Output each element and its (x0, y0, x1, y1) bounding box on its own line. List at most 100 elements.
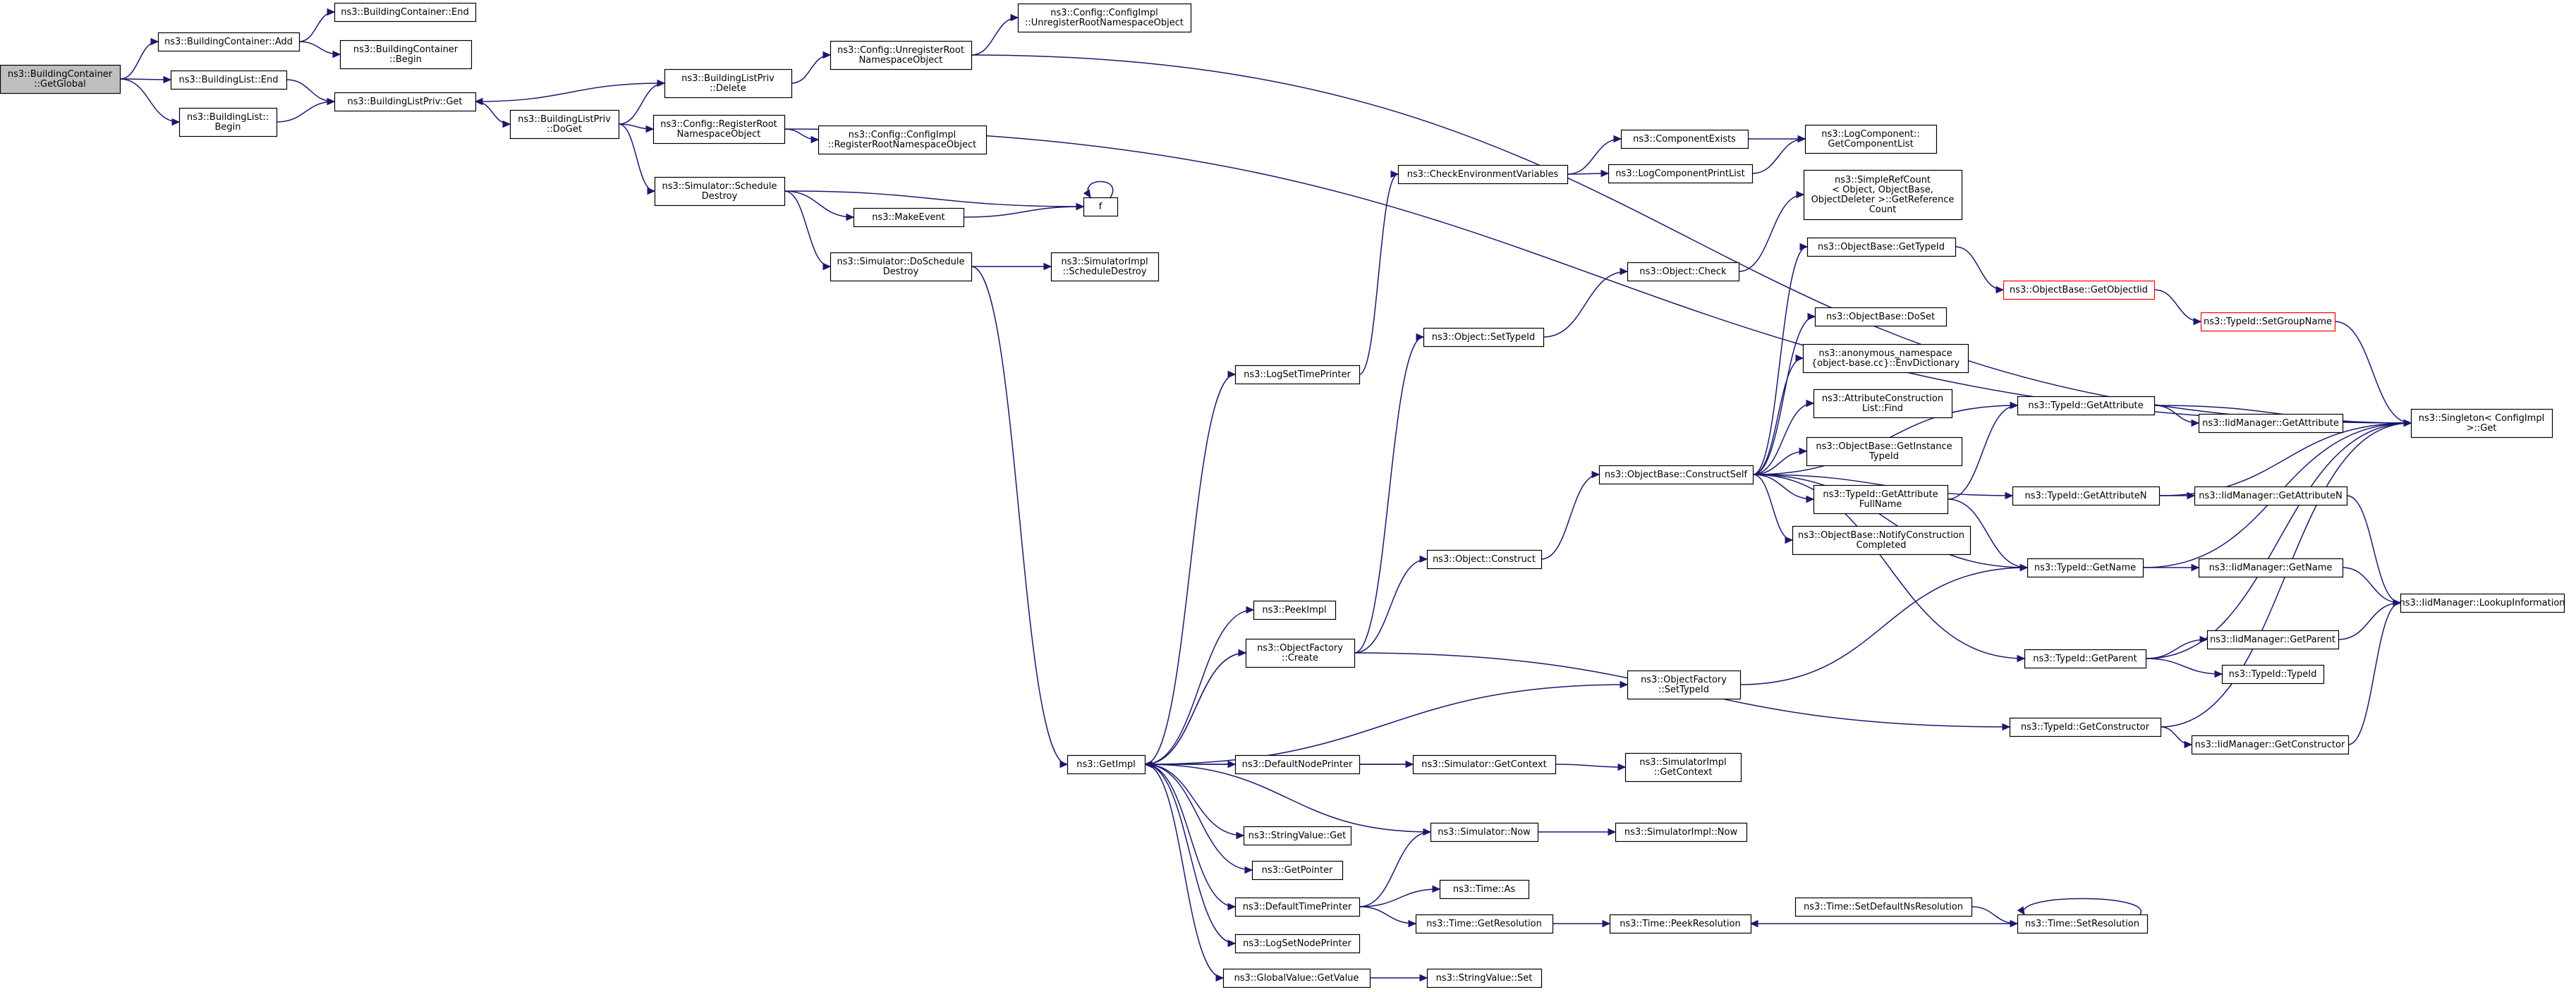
node-typeid_getattrn[interactable]: ns3::TypeId::GetAttributeN (2012, 486, 2161, 506)
node-compexists[interactable]: ns3::ComponentExists (1620, 129, 1749, 149)
edge-sim_schedd-to-makeevent (784, 190, 854, 218)
node-f[interactable]: f (1083, 197, 1119, 217)
node-sim_now[interactable]: ns3::Simulator::Now (1430, 822, 1539, 843)
node-defaulttimeprinter[interactable]: ns3::DefaultTimePrinter (1234, 897, 1361, 917)
node-iidm_lookup[interactable]: ns3::IidManager::LookupInformation (2399, 593, 2565, 613)
node-label-line: ns3::SimulatorImpl (1639, 757, 1726, 768)
edge-sim_schedd-to-sim_doschedd (784, 190, 831, 267)
node-typeid_setgroup[interactable]: ns3::TypeId::SetGroupName (2200, 312, 2336, 332)
node-time_getres[interactable]: ns3::Time::GetResolution (1415, 914, 1554, 934)
node-time_setdefaultns[interactable]: ns3::Time::SetDefaultNsResolution (1794, 897, 1973, 917)
node-label-line: ns3::ObjectBase::GetTypeId (1818, 242, 1945, 252)
edge-arrowhead (2010, 401, 2019, 410)
node-obj_settypeid[interactable]: ns3::Object::SetTypeId (1423, 327, 1545, 348)
node-makeevent[interactable]: ns3::MakeEvent (853, 207, 965, 228)
node-label-line: ns3::TypeId::GetAttribute (2028, 400, 2143, 411)
node-logsetnodeprinter[interactable]: ns3::LogSetNodePrinter (1234, 933, 1361, 954)
edge-arrowhead (2214, 670, 2223, 678)
node-singleton_get[interactable]: ns3::Singleton< ConfigImpl>::Get (2410, 408, 2553, 439)
node-stringvalue_get[interactable]: ns3::StringValue::Get (1243, 826, 1352, 846)
node-cfgimpl_reg[interactable]: ns3::Config::ConfigImpl::RegisterRootNam… (818, 125, 988, 155)
node-simplerefcount[interactable]: ns3::SimpleRefCount< Object, ObjectBase,… (1803, 169, 1963, 221)
node-anon_envdict[interactable]: ns3::anonymous_namespace{object-base.cc}… (1802, 343, 1969, 374)
node-objbase_notify[interactable]: ns3::ObjectBase::NotifyConstructionCompl… (1792, 525, 1972, 556)
node-objfactory_settypeid[interactable]: ns3::ObjectFactory::SetTypeId (1627, 670, 1742, 700)
node-time_as[interactable]: ns3::Time::As (1439, 879, 1530, 900)
edge-arrowhead (2019, 563, 2029, 572)
node-typeid_getparent[interactable]: ns3::TypeId::GetParent (2024, 649, 2147, 669)
edge-getimpl-to-stringvalue_get (1144, 764, 1244, 836)
node-iidm_getattr[interactable]: ns3::IidManager::GetAttribute (2198, 413, 2344, 434)
node-time_peekres[interactable]: ns3::Time::PeekResolution (1609, 914, 1752, 934)
node-iidm_getconstructor[interactable]: ns3::IidManager::GetConstructor (2191, 735, 2350, 755)
edge-iidm_getattrn-to-iidm_lookup (2346, 495, 2401, 604)
node-bl_end[interactable]: ns3::BuildingList::End (170, 70, 288, 90)
node-objfactory_create[interactable]: ns3::ObjectFactory::Create (1245, 638, 1356, 668)
node-sim_getcontext[interactable]: ns3::Simulator::GetContext (1412, 754, 1557, 775)
node-iidm_getparent[interactable]: ns3::IidManager::GetParent (2206, 630, 2340, 650)
edge-arrowhead (502, 120, 511, 128)
node-label-line: ns3::SimpleRefCount (1835, 175, 1931, 185)
node-cfg_unreg[interactable]: ns3::Config::UnregisterRootNamespaceObje… (830, 40, 973, 71)
edge-arrowhead (332, 50, 341, 59)
node-typeid_getname[interactable]: ns3::TypeId::GetName (2027, 558, 2144, 578)
node-box (1423, 327, 1545, 348)
node-box (1806, 436, 1963, 467)
node-logcompprint[interactable]: ns3::LogComponentPrintList (1608, 164, 1754, 184)
node-iidm_getattrn[interactable]: ns3::IidManager::GetAttributeN (2194, 486, 2348, 506)
node-sim_schedd[interactable]: ns3::Simulator::ScheduleDestroy (654, 176, 786, 207)
node-objbase_gettypeid[interactable]: ns3::ObjectBase::GetTypeId (1806, 237, 1957, 257)
node-objbase_constructself[interactable]: ns3::ObjectBase::ConstructSelf (1598, 465, 1754, 485)
node-box (1608, 164, 1754, 184)
node-box (1017, 3, 1192, 33)
edge-arrowhead (2005, 491, 2014, 500)
node-checkenv[interactable]: ns3::CheckEnvironmentVariables (1397, 164, 1569, 185)
node-peekimpl[interactable]: ns3::PeekImpl (1253, 600, 1337, 620)
node-root[interactable]: ns3::BuildingContainer::GetGlobal (0, 64, 121, 94)
node-logsettime[interactable]: ns3::LogSetTimePrinter (1234, 365, 1361, 385)
node-bc_add[interactable]: ns3::BuildingContainer::Add (157, 32, 300, 52)
edge-objbase_constructself-to-typeid_getname (1752, 474, 2028, 568)
node-bc_end[interactable]: ns3::BuildingContainer::End (334, 2, 477, 23)
node-box (2024, 649, 2147, 669)
node-getpointer[interactable]: ns3::GetPointer (1251, 860, 1344, 881)
node-stringvalue_set[interactable]: ns3::StringValue::Set (1426, 968, 1543, 988)
node-objbase_getobjectiid[interactable]: ns3::ObjectBase::GetObjectIid (2003, 280, 2156, 300)
node-box (1050, 252, 1160, 282)
node-blp_get[interactable]: ns3::BuildingListPriv::Get (334, 92, 477, 112)
node-bc_begin[interactable]: ns3::BuildingContainer::Begin (339, 39, 473, 70)
node-iidm_getname[interactable]: ns3::IidManager::GetName (2198, 558, 2344, 578)
node-label-line: ns3::Singleton< ConfigImpl (2419, 413, 2544, 424)
node-logcomp_getlist[interactable]: ns3::LogComponent::GetComponentList (1804, 124, 1938, 154)
edge-typeid_getattrfull-to-typeid_getname (1947, 498, 2028, 568)
node-bl_begin[interactable]: ns3::BuildingList::Begin (178, 107, 278, 137)
node-label-line: ns3::TypeId::TypeId (2229, 669, 2317, 680)
node-globalvalue_getvalue[interactable]: ns3::GlobalValue::GetValue (1222, 968, 1371, 988)
node-objbase_doset[interactable]: ns3::ObjectBase::DoSet (1814, 307, 1948, 327)
node-cfg_reg[interactable]: ns3::Config::RegisterRootNamespaceObject (652, 114, 786, 145)
node-obj_construct[interactable]: ns3::Object::Construct (1426, 549, 1543, 570)
node-obj_check[interactable]: ns3::Object::Check (1627, 262, 1740, 282)
node-box (818, 125, 988, 155)
node-simimpl_schedd[interactable]: ns3::SimulatorImpl::ScheduleDestroy (1050, 252, 1160, 282)
node-cfgimpl_unreg[interactable]: ns3::Config::ConfigImpl::UnregisterRootN… (1017, 3, 1192, 33)
node-box (1627, 262, 1740, 282)
node-box (2198, 558, 2344, 578)
node-blp_delete[interactable]: ns3::BuildingListPriv::Delete (664, 68, 793, 99)
node-simimpl_now[interactable]: ns3::SimulatorImpl::Now (1615, 822, 1748, 843)
node-typeid_getconstructor[interactable]: ns3::TypeId::GetConstructor (2009, 717, 2162, 737)
node-blp_doget[interactable]: ns3::BuildingListPriv::DoGet (509, 109, 620, 140)
node-typeid_getattr[interactable]: ns3::TypeId::GetAttribute (2017, 396, 2156, 416)
node-simimpl_getcontext[interactable]: ns3::SimulatorImpl::GetContext (1624, 752, 1742, 783)
edge-cfg_unreg-to-singleton_get (971, 54, 2412, 424)
node-getimpl[interactable]: ns3::GetImpl (1067, 754, 1146, 775)
node-box (2200, 312, 2336, 332)
node-defaultnodeprinter[interactable]: ns3::DefaultNodePrinter (1234, 754, 1361, 775)
node-typeid_typeid[interactable]: ns3::TypeId::TypeId (2221, 664, 2325, 685)
node-time_setres[interactable]: ns3::Time::SetResolution (2017, 914, 2149, 934)
edge-iidm_getconstructor-to-iidm_lookup (2347, 602, 2401, 745)
